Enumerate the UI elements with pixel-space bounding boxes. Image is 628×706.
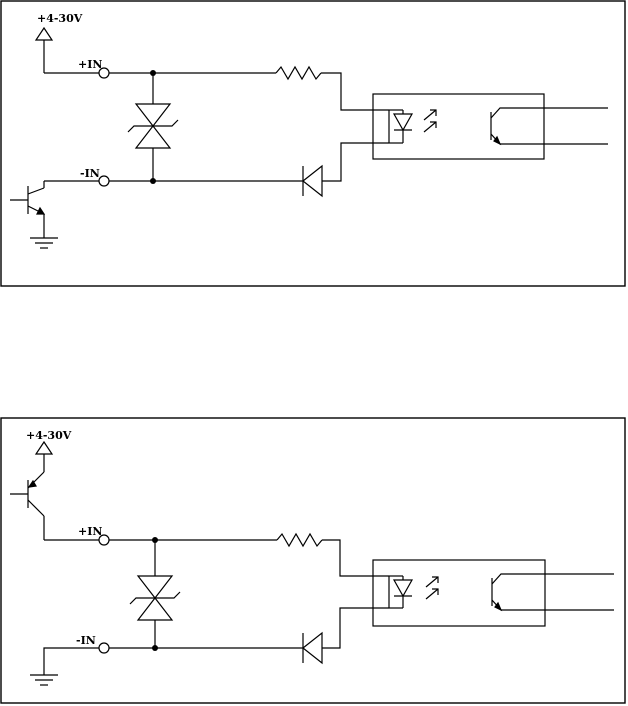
resistor <box>276 67 321 79</box>
minus-in-terminal <box>99 643 109 653</box>
npn-driver-transistor <box>10 181 99 238</box>
tvs-diode <box>128 73 178 181</box>
resistor <box>277 534 322 546</box>
ground-symbol <box>30 648 99 685</box>
led-triangle <box>394 114 412 130</box>
wire-to-led-cathode <box>322 143 389 181</box>
plus-in-label: +IN <box>78 525 102 538</box>
circuit-sinking-npn: +4-30V +IN -IN <box>1 1 625 286</box>
wire-to-led-cathode <box>322 608 389 648</box>
supply-label: +4-30V <box>26 429 72 442</box>
ground-symbol <box>30 238 58 248</box>
minus-in-terminal <box>99 176 109 186</box>
supply-label: +4-30V <box>37 12 83 25</box>
wire-to-led-anode <box>322 540 389 576</box>
junction-dot <box>152 645 158 651</box>
plus-in-label: +IN <box>78 58 102 71</box>
optocoupler <box>373 560 614 626</box>
protection-diode <box>303 633 322 663</box>
junction-dot <box>150 178 156 184</box>
minus-in-label: -IN <box>80 167 100 180</box>
minus-in-label: -IN <box>76 634 96 647</box>
supply-symbol <box>36 442 52 472</box>
protection-diode <box>303 166 322 196</box>
optocoupler <box>373 94 608 159</box>
wire-to-led-anode <box>321 73 389 110</box>
circuit-sourcing-pnp: +4-30V +IN -IN <box>1 418 625 703</box>
tvs-diode <box>130 540 180 648</box>
